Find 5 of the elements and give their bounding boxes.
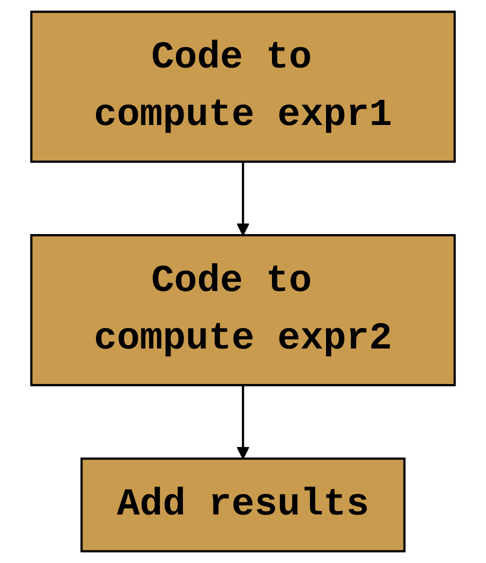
arrow (236, 162, 250, 236)
node-box: Code to compute expr1 (30, 10, 456, 163)
node-box: Code to compute expr2 (30, 234, 456, 386)
node-box: Add results (80, 458, 406, 552)
arrow (236, 385, 250, 460)
